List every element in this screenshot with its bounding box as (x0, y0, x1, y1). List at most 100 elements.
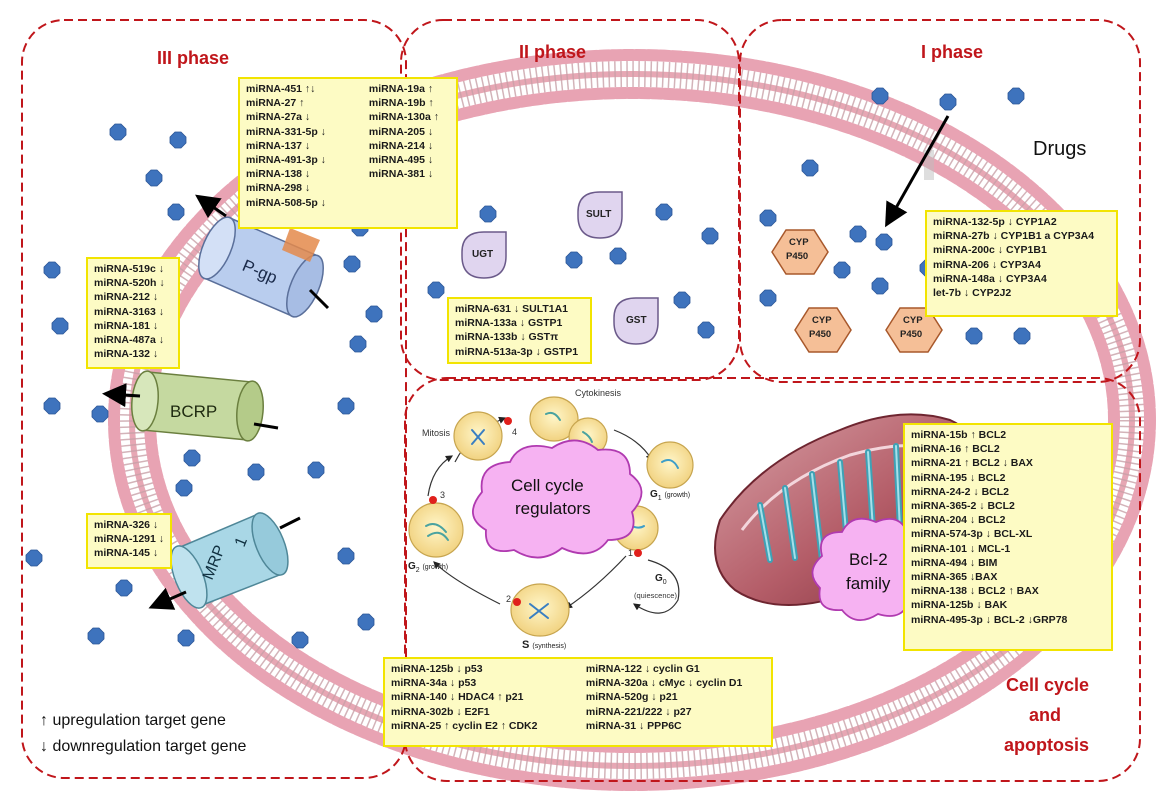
drug-molecule (1013, 327, 1031, 345)
phase2-enzymes (461, 191, 659, 345)
drug-molecule (177, 629, 195, 647)
drug-molecule (109, 123, 127, 141)
g2-note: (growth) (422, 564, 449, 571)
cloud2-text-line2: family (846, 574, 891, 593)
mirna-entry: miRNA-138 ↓ (246, 168, 311, 181)
drug-molecule (801, 159, 819, 177)
bcrp-mirna-box: miRNA-519c ↓miRNA-520h ↓miRNA-212 ↓miRNA… (86, 257, 180, 369)
drug-molecule (247, 463, 265, 481)
drug-molecule (337, 397, 355, 415)
drug-molecule (875, 233, 893, 251)
mirna-entry: miRNA-137 ↓ (246, 139, 311, 152)
cellcycle-title-line1: Cell cycle (1006, 675, 1090, 695)
phase1-mirna-list: miRNA-132-5p ↓ CYP1A2 miRNA-27b ↓ CYP1B1 … (933, 215, 1110, 300)
mirna-entry: miRNA-15b ↑ BCL2 (911, 429, 1007, 441)
mirna-entry: miRNA-508-5p ↓ (246, 196, 326, 209)
mirna-entry: miRNA-574-3p ↓ BCL-XL (911, 528, 1033, 541)
mitosis-label: Mitosis (422, 428, 451, 438)
mirna-entry: miRNA-181 ↓ (94, 319, 159, 332)
legend-up: ↑ upregulation target gene (40, 712, 226, 729)
mirna-entry: miRNA-27b ↓ CYP1B1 a CYP3A4 (933, 230, 1095, 243)
mirna-entry: miRNA-24-2 ↓ BCL2 (911, 485, 1010, 498)
mirna-entry: miRNA-27a ↓ (246, 111, 311, 124)
pgp-transporter (195, 194, 330, 318)
mirna-entry: miRNA-130a ↑ (368, 111, 439, 124)
mirna-entry: miRNA-495-3p ↓ BCL-2 ↓GRP78 (911, 613, 1068, 626)
mirna-entry: miRNA-206 ↓ CYP3A4 (933, 258, 1041, 271)
s-label: S (synthesis) (522, 639, 566, 651)
drug-molecule (673, 291, 691, 309)
mirna-entry: miRNA-204 ↓ BCL2 (911, 514, 1006, 527)
drug-molecule (609, 247, 627, 265)
mirna-entry: miRNA-200c ↓ CYP1B1 (933, 244, 1047, 257)
mirna-entry: let-7b ↓ CYP2J2 (933, 287, 1012, 300)
phase3-title: III phase (157, 48, 230, 68)
cytokinesis-label: Cytokinesis (575, 388, 622, 398)
mirna-entry: miRNA-101 ↓ MCL-1 (911, 542, 1011, 555)
mirna-entry: miRNA-520h ↓ (94, 277, 165, 290)
g1-sub: 1 (657, 495, 662, 502)
bcrp-label: BCRP (170, 402, 218, 421)
cellcycle-title-line3: apoptosis (1004, 735, 1090, 755)
g0-sub: 0 (662, 579, 667, 586)
g0-label: G0 (655, 573, 667, 586)
mirna-entry: miRNA-25 ↑ cyclin E2 ↑ CDK2 (391, 719, 538, 732)
mirna-entry: miRNA-16 ↑ BCL2 (911, 443, 1000, 456)
legend-down: ↓ downregulation target gene (40, 738, 247, 755)
mirna-entry: miRNA-381 ↓ (368, 168, 434, 181)
mirna-entry: miRNA-520g ↓ p21 (585, 691, 678, 704)
drug-molecule (25, 549, 43, 567)
cloud2-text-line1: Bcl-2 (849, 550, 888, 569)
drug-molecule (343, 255, 361, 273)
mirna-entry: miRNA-320a ↓ cMyc ↓ cyclin D1 (585, 677, 743, 690)
drug-molecule (349, 335, 367, 353)
mirna-entry: miRNA-205 ↓ (368, 125, 434, 138)
g1-label: G1 (growth) (650, 489, 690, 502)
drug-molecule (169, 131, 187, 149)
mirna-entry: miRNA-494 ↓ BIM (911, 556, 998, 569)
mirna-entry: miRNA-331-5p ↓ (246, 125, 326, 138)
drug-molecule (307, 461, 325, 479)
drug-molecule (145, 169, 163, 187)
phase1-mirna-box: miRNA-132-5p ↓ CYP1A2 miRNA-27b ↓ CYP1B1 … (925, 210, 1118, 317)
cellcycle-title-line2: and (1029, 705, 1062, 725)
drug-molecule (291, 631, 309, 649)
cyp-label-1: CYP (789, 237, 809, 248)
p450-label-3: P450 (900, 329, 923, 340)
drug-molecule (759, 209, 777, 227)
p450-label-2: P450 (809, 329, 832, 340)
s-note: (synthesis) (532, 643, 567, 650)
s-letter: S (522, 639, 530, 651)
drug-molecule (87, 627, 105, 645)
mirna-entry: miRNA-125b ↓ BAK (911, 599, 1008, 612)
drug-molecule (833, 261, 851, 279)
mirna-entry: miRNA-513a-3p ↓ GSTP1 (455, 345, 579, 358)
mirna-entry: miRNA-326 ↓ (94, 519, 159, 531)
bcrp-transporter (102, 370, 279, 442)
mirna-entry: miRNA-122 ↓ cyclin G1 (585, 663, 700, 675)
drug-molecule (565, 251, 583, 269)
step-2-label: 2 (506, 594, 512, 604)
bcrp-mirna-list: miRNA-519c ↓miRNA-520h ↓miRNA-212 ↓miRNA… (94, 262, 172, 361)
mirna-entry: miRNA-21 ↑ BCL2 ↓ BAX (911, 457, 1033, 470)
drug-molecule (91, 405, 109, 423)
mrp-mirna-box: miRNA-326 ↓ miRNA-1291 ↓miRNA-145 ↓ (86, 513, 172, 569)
drug-entry-arrow (885, 115, 950, 228)
mirna-entry: miRNA-145 ↓ (94, 547, 159, 560)
mirna-entry: miRNA-212 ↓ (94, 291, 159, 304)
drug-molecule (175, 479, 193, 497)
mirna-entry: miRNA-1291 ↓ (94, 533, 165, 546)
drug-molecule (115, 579, 133, 597)
mirna-entry: miRNA-365 ↓BAX (911, 571, 998, 584)
mirna-entry: miRNA-140 ↓ HDAC4 ↑ p21 (391, 691, 524, 704)
mirna-entry: miRNA-132 ↓ (94, 348, 159, 361)
mirna-entry: miRNA-27 ↑ (246, 97, 305, 110)
cloud1-text-line2: regulators (515, 499, 591, 518)
mirna-entry: miRNA-132-5p ↓ CYP1A2 (933, 216, 1057, 228)
pgp-mirna-column-left: miRNA-451 ↑↓miRNA-27 ↑miRNA-27a ↓miRNA-3… (246, 82, 366, 210)
cyp-label-3: CYP (903, 315, 923, 326)
